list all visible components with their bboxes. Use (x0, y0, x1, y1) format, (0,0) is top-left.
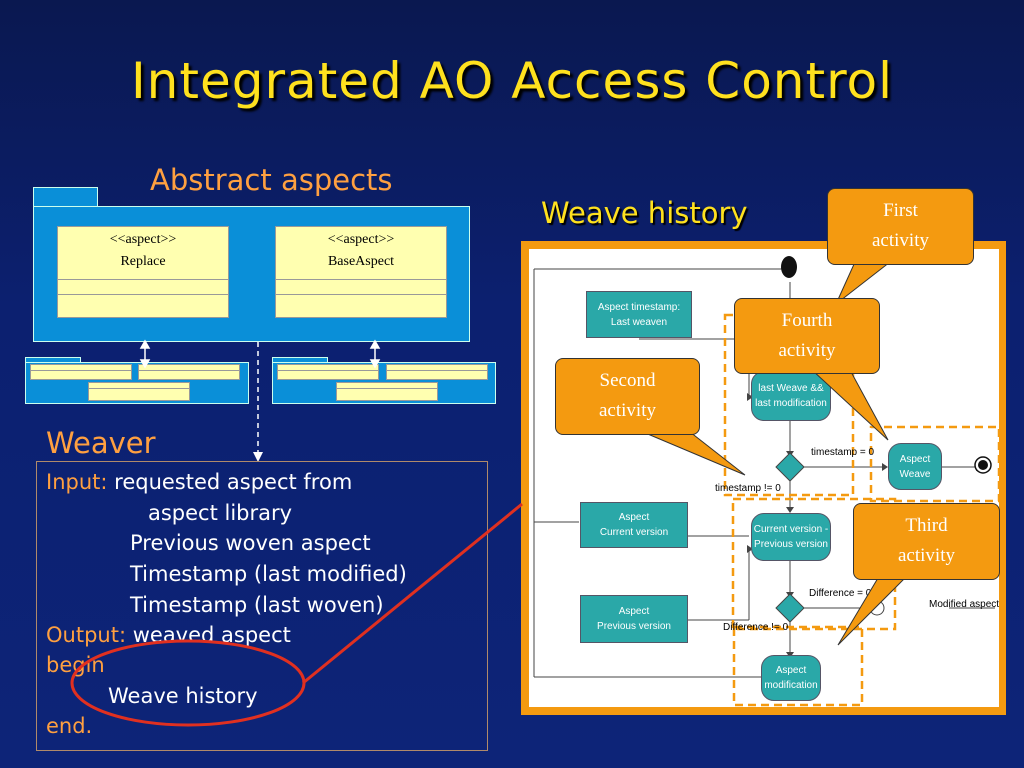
class-replace: <<aspect>> Replace (57, 226, 229, 318)
node-text: Aspect (899, 453, 931, 465)
node-text: Aspect timestamp: (597, 301, 681, 313)
input-text: requested aspect from (114, 470, 353, 494)
node-text: last modification (755, 398, 827, 409)
node-text: Last weaven (610, 316, 668, 328)
node-text: modification (764, 680, 818, 691)
node-current-minus-previous: Current version - Previous version (751, 513, 831, 561)
node-text: Previous version (597, 621, 671, 632)
aspect-package: <<aspect>> Replace <<aspect>> BaseAspect (33, 206, 470, 342)
callout-second-activity: Second activity (555, 358, 700, 435)
timestamp-modified-line: Timestamp (last modified) (130, 562, 407, 586)
abstract-aspects-label: Abstract aspects (150, 163, 393, 197)
node-text: Aspect (775, 665, 807, 676)
class-base-aspect: <<aspect>> BaseAspect (275, 226, 447, 318)
diagram-edges (533, 256, 999, 707)
callout-text: activity (599, 400, 656, 421)
weave-history-label: Weave history (541, 196, 748, 230)
output-keyword: Output: (46, 623, 127, 647)
callout-text: activity (898, 545, 955, 566)
node-aspect-modification: Aspect modification (761, 655, 821, 701)
node-last-weave: last Weave && last modification (751, 371, 831, 421)
node-text: Current version - (753, 524, 829, 535)
callout-text: First (883, 200, 918, 221)
input-continuation: aspect library (148, 501, 293, 525)
mini-class (386, 364, 488, 380)
mini-class (88, 382, 190, 401)
weaver-label: Weaver (46, 426, 156, 460)
weaver-box (36, 461, 488, 751)
mini-class (277, 364, 379, 380)
callout-text: Third (905, 515, 948, 536)
mini-class (336, 382, 438, 401)
node-text: Current version (599, 527, 669, 538)
class-stereotype: <<aspect>> (327, 232, 395, 247)
input-line: Input: requested aspect from (46, 470, 352, 494)
node-aspect-timestamp: Aspect timestamp: Last weaven (586, 291, 692, 338)
previous-woven-line: Previous woven aspect (130, 531, 371, 555)
mini-class (138, 364, 240, 380)
callout-text: activity (778, 340, 836, 361)
node-text: Weave (899, 468, 931, 480)
node-text: Aspect (618, 606, 650, 617)
node-text: Aspect (618, 512, 650, 523)
end-keyword: end. (46, 714, 93, 738)
node-text: Previous version (754, 539, 828, 550)
guard-difference-neq: Difference != 0 (723, 622, 789, 633)
callout-fourth-activity: Fourth activity (734, 298, 880, 374)
timestamp-woven-line: Timestamp (last woven) (130, 593, 384, 617)
guard-difference-eq: Difference = 0 (809, 588, 872, 599)
mini-class (30, 364, 132, 380)
slide-title: Integrated AO Access Control (130, 52, 894, 110)
guard-timestamp-eq: timestamp = 0 (811, 447, 875, 458)
node-text: last Weave && (758, 383, 824, 394)
callout-text: Second (599, 370, 656, 391)
weave-history-call: Weave history (108, 684, 258, 708)
class-stereotype: <<aspect>> (109, 232, 177, 247)
callout-text: Fourth (781, 310, 833, 331)
modified-aspect-label: Modified aspect (929, 599, 1000, 610)
class-name: BaseAspect (327, 254, 395, 269)
class-name: Replace (120, 254, 166, 269)
input-keyword: Input: (46, 470, 108, 494)
callout-third-activity: Third activity (853, 503, 1000, 580)
callout-first-activity: First activity (827, 188, 974, 265)
guard-timestamp-neq: timestamp != 0 (715, 483, 781, 494)
callout-text: activity (872, 230, 929, 251)
